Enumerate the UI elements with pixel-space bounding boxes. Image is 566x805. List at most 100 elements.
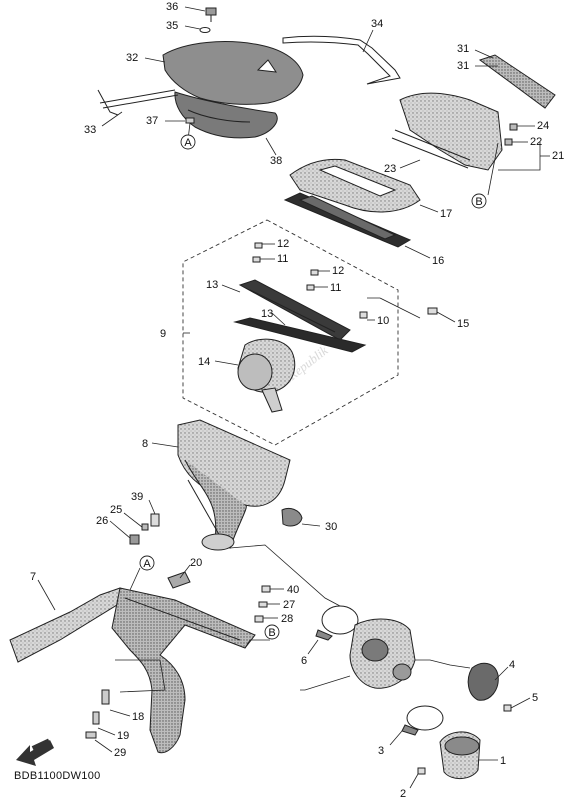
callout-labels: 36 35 34 32 31 31 37 33 24 22 21 38 23 1… [30, 1, 564, 800]
clip-12b [310, 269, 319, 276]
clip-22 [504, 138, 513, 146]
label-11a: 11 [277, 253, 288, 265]
svg-text:B: B [268, 627, 275, 639]
label-12b: 12 [332, 265, 344, 277]
label-29: 29 [114, 747, 126, 759]
washer-35 [199, 27, 211, 33]
label-16: 16 [432, 255, 444, 267]
label-11b: 11 [330, 282, 341, 294]
ref-circle-b-top: B [471, 193, 487, 209]
svg-text:A: A [143, 558, 151, 570]
washer-27 [258, 601, 268, 608]
clip-11a [252, 256, 261, 263]
throttle-assembly [315, 605, 512, 779]
label-33: 33 [84, 124, 96, 136]
label-17: 17 [440, 208, 452, 220]
screw-10 [359, 311, 368, 319]
label-31b: 31 [457, 60, 469, 72]
label-14: 14 [198, 356, 210, 368]
duct-7 [9, 587, 126, 663]
label-38: 38 [270, 155, 282, 167]
clamp-3 [406, 705, 444, 731]
seal-31 [478, 54, 556, 109]
label-13a: 13 [206, 279, 218, 291]
strip-34 [282, 35, 401, 85]
clip-24 [509, 123, 518, 131]
label-12a: 12 [277, 238, 289, 250]
label-39: 39 [131, 491, 143, 503]
clip-11b [306, 284, 315, 291]
label-26: 26 [96, 515, 108, 527]
label-3: 3 [378, 745, 384, 757]
label-20: 20 [190, 557, 202, 569]
label-35: 35 [166, 20, 178, 32]
plate-4 [467, 662, 499, 701]
duct-body [111, 587, 256, 754]
bolt-36 [205, 7, 217, 16]
label-40: 40 [287, 584, 299, 596]
svg-text:B: B [475, 196, 482, 208]
label-15: 15 [457, 318, 469, 330]
label-31a: 31 [457, 43, 469, 55]
top-cover-assembly [97, 7, 304, 139]
front-arrow-icon [16, 738, 54, 766]
panel-21 [399, 92, 503, 171]
label-2: 2 [400, 788, 406, 800]
cover-32 [162, 41, 304, 105]
filter-element-16 [283, 192, 412, 248]
nut-26 [129, 534, 140, 545]
cable-33 [97, 89, 119, 116]
bracket-20 [167, 571, 191, 589]
label-28: 28 [281, 613, 293, 625]
label-9: 9 [160, 328, 166, 340]
label-22: 22 [530, 136, 542, 148]
label-7: 7 [30, 571, 36, 583]
clip-37 [185, 117, 195, 124]
ref-circle-a-bottom: A [139, 555, 155, 571]
screw-5 [503, 704, 512, 712]
diagram-code: BDB1100DW100 [14, 770, 101, 782]
label-19: 19 [117, 730, 129, 742]
bolt-39 [150, 513, 160, 527]
label-10: 10 [377, 315, 389, 327]
svg-text:A: A [184, 137, 192, 149]
label-27: 27 [283, 599, 295, 611]
label-25: 25 [110, 504, 122, 516]
bolt-15 [427, 307, 438, 315]
clip-28 [254, 615, 264, 623]
clip-29 [85, 731, 97, 739]
label-36: 36 [166, 1, 178, 13]
top-right-panel [282, 35, 556, 171]
ref-circle-a-top: A [180, 134, 196, 150]
leader-lines [37, 6, 550, 789]
label-8: 8 [142, 438, 148, 450]
label-32: 32 [126, 52, 138, 64]
bolt-40 [261, 585, 271, 593]
label-13b: 13 [261, 308, 273, 320]
label-37: 37 [146, 115, 158, 127]
label-5: 5 [532, 692, 538, 704]
plate-13b [233, 317, 367, 353]
label-1: 1 [500, 755, 506, 767]
washer-25 [141, 523, 149, 531]
filter-box-group [233, 242, 438, 413]
label-6: 6 [301, 655, 307, 667]
clip-12a [254, 242, 263, 249]
label-24: 24 [537, 120, 549, 132]
filter-cover-17 [289, 158, 421, 213]
label-4: 4 [509, 659, 515, 671]
group-9-outline [182, 219, 399, 446]
duct-assembly [9, 513, 271, 754]
airbox-8 [177, 419, 303, 551]
clip-19 [92, 711, 100, 725]
label-34: 34 [371, 18, 383, 30]
grommet-30 [281, 507, 303, 527]
ref-circle-b-bottom: B [264, 624, 280, 640]
plate-13 [238, 279, 351, 341]
label-23: 23 [384, 163, 396, 175]
label-18: 18 [132, 711, 144, 723]
screw-2 [417, 767, 426, 775]
clamp-6 [321, 605, 359, 635]
clip-18 [101, 689, 110, 705]
